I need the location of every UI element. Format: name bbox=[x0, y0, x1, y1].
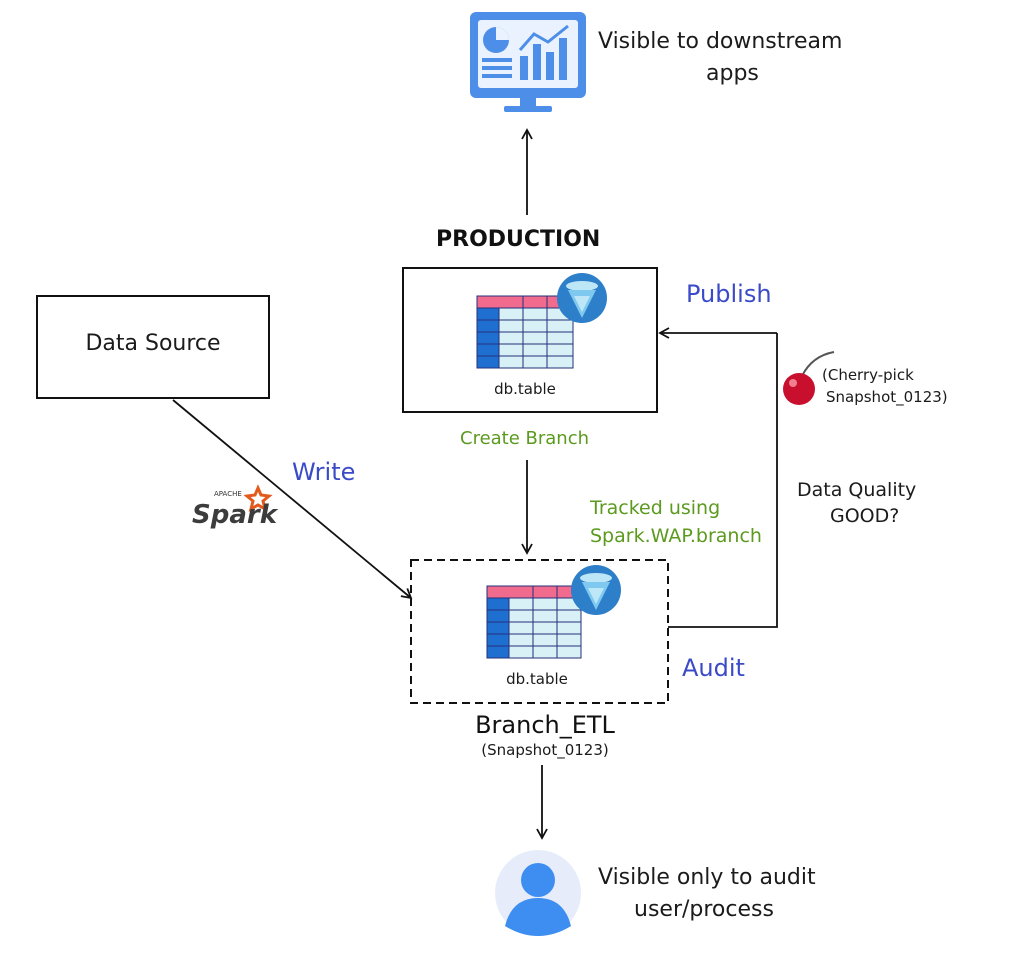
db-table-branch-label: db.table bbox=[506, 670, 568, 688]
production-box bbox=[402, 267, 658, 413]
spark-apache-text: APACHE bbox=[214, 490, 242, 498]
spark-logo-icon bbox=[243, 484, 273, 513]
cherry-icon bbox=[783, 351, 835, 405]
audit-label: Audit bbox=[682, 654, 745, 682]
audit-publish-loop bbox=[668, 333, 778, 628]
publish-label: Publish bbox=[686, 280, 772, 308]
write-label: Write bbox=[292, 458, 355, 486]
branch-box bbox=[410, 559, 669, 704]
spark-wordmark: Spark bbox=[192, 500, 279, 530]
branch-snapshot-label: (Snapshot_0123) bbox=[481, 741, 609, 760]
data-source-box bbox=[36, 295, 270, 399]
visible-audit-label: Visible only to audit user/process bbox=[598, 865, 823, 922]
data-quality-label: Data Quality GOOD? bbox=[797, 479, 922, 527]
table-icon bbox=[486, 585, 582, 659]
tracked-using-label: Tracked using Spark.WAP.branch bbox=[589, 497, 762, 547]
cherry-pick-label: (Cherry-pick Snapshot_0123) bbox=[822, 366, 948, 407]
iceberg-icon bbox=[557, 273, 607, 323]
table-icon bbox=[476, 295, 574, 369]
monitor-dashboard-icon bbox=[470, 12, 586, 112]
iceberg-icon bbox=[571, 565, 621, 615]
visible-downstream-label: Visible to downstream apps bbox=[598, 29, 849, 86]
create-branch-label: Create Branch bbox=[460, 428, 589, 449]
user-icon bbox=[495, 850, 581, 936]
arrow-write bbox=[172, 399, 413, 600]
branch-name-label: Branch_ETL bbox=[475, 711, 615, 739]
production-heading: PRODUCTION bbox=[436, 227, 600, 252]
db-table-production-label: db.table bbox=[494, 380, 556, 398]
data-source-label: Data Source bbox=[85, 331, 220, 356]
